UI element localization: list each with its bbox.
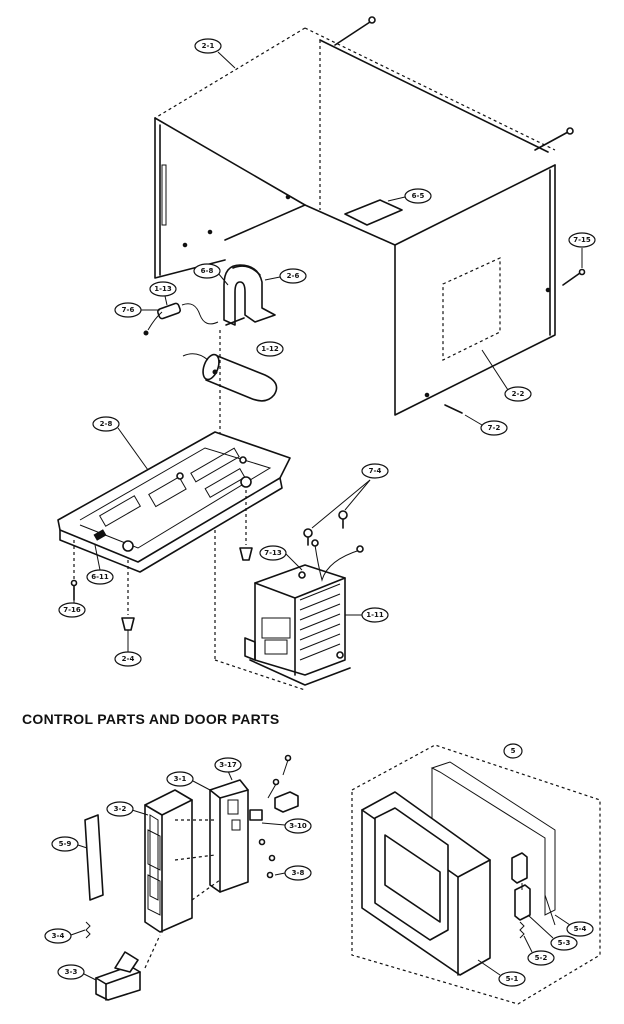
callout-3-3: 3-3	[57, 964, 97, 981]
svg-text:3-8: 3-8	[292, 869, 305, 877]
control-panel-sheet	[84, 814, 104, 901]
callout-7-4: 7-4	[361, 463, 389, 479]
svg-text:7-13: 7-13	[264, 549, 282, 557]
svg-text:5-1: 5-1	[506, 975, 519, 983]
callout-3-1: 3-1	[166, 771, 211, 791]
callout-3-8: 3-8	[274, 865, 312, 881]
svg-text:6-8: 6-8	[201, 267, 214, 275]
callout-2-6: 2-6	[264, 268, 307, 284]
svg-text:3-3: 3-3	[65, 968, 78, 976]
section-title: CONTROL PARTS AND DOOR PARTS	[22, 711, 280, 727]
svg-text:6-11: 6-11	[91, 573, 109, 581]
transformer	[244, 479, 371, 686]
svg-text:3-10: 3-10	[289, 822, 307, 830]
svg-text:1-12: 1-12	[261, 345, 279, 353]
svg-text:7-15: 7-15	[573, 236, 591, 244]
callout-1-13: 1-13	[149, 281, 177, 306]
callout-2-1: 2-1	[194, 38, 236, 69]
door-assembly-outline	[351, 744, 601, 1005]
svg-text:3-1: 3-1	[174, 775, 187, 783]
svg-text:6-5: 6-5	[412, 192, 425, 200]
feet	[70, 547, 253, 631]
svg-text:2-2: 2-2	[512, 390, 525, 398]
svg-text:5-2: 5-2	[535, 954, 548, 962]
callout-3-2: 3-2	[106, 801, 149, 817]
diode	[143, 302, 219, 336]
capacitor	[182, 330, 278, 440]
svg-text:2-1: 2-1	[202, 42, 215, 50]
callout-5-4: 5-4	[554, 914, 594, 937]
svg-text:3-4: 3-4	[52, 932, 65, 940]
svg-text:2-4: 2-4	[122, 655, 135, 663]
callout-7-16: 7-16	[58, 600, 86, 618]
svg-text:7-6: 7-6	[122, 306, 135, 314]
svg-text:5-9: 5-9	[59, 840, 72, 848]
svg-text:1-11: 1-11	[366, 611, 384, 619]
callout-6-11: 6-11	[86, 544, 114, 585]
callout-2-4: 2-4	[114, 630, 142, 667]
control-panel	[144, 789, 193, 933]
control-bracket	[174, 754, 299, 901]
callout-7-2: 7-2	[464, 414, 508, 436]
svg-text:7-4: 7-4	[369, 467, 382, 475]
callout-5-9: 5-9	[51, 836, 88, 852]
svg-text:5-4: 5-4	[574, 925, 587, 933]
svg-text:2-6: 2-6	[287, 272, 300, 280]
svg-text:3-2: 3-2	[114, 805, 127, 813]
callout-5-3: 5-3	[527, 914, 578, 951]
callout-3-10: 3-10	[261, 818, 312, 834]
outer-case	[154, 16, 586, 416]
door-button	[95, 934, 161, 1001]
capacitor-bracket	[223, 264, 276, 326]
callout-5-2: 5-2	[523, 935, 555, 966]
svg-text:5: 5	[511, 747, 516, 755]
svg-text:1-13: 1-13	[154, 285, 172, 293]
spring	[85, 921, 91, 939]
svg-text:3-17: 3-17	[219, 761, 237, 769]
callout-1-12: 1-12	[256, 341, 284, 357]
callout-5: 5	[503, 743, 523, 759]
svg-text:5-3: 5-3	[558, 939, 571, 947]
callout-6-5: 6-5	[387, 188, 432, 204]
callout-7-6: 7-6	[114, 302, 160, 318]
base-plate	[57, 431, 306, 691]
callout-2-8: 2-8	[92, 416, 149, 471]
svg-text:2-8: 2-8	[100, 420, 113, 428]
callout-1-11: 1-11	[345, 607, 389, 623]
callout-7-15: 7-15	[568, 232, 596, 268]
callout-6-8: 6-8	[193, 263, 229, 286]
door-frame	[361, 791, 491, 976]
svg-text:7-16: 7-16	[63, 606, 81, 614]
callout-3-17: 3-17	[214, 757, 242, 781]
callout-2-2: 2-2	[481, 349, 532, 402]
callout-5-1: 5-1	[477, 959, 526, 987]
callout-3-4: 3-4	[44, 928, 86, 944]
callout-7-13: 7-13	[259, 545, 303, 571]
svg-text:7-2: 7-2	[488, 424, 501, 432]
door-latch	[511, 852, 556, 939]
